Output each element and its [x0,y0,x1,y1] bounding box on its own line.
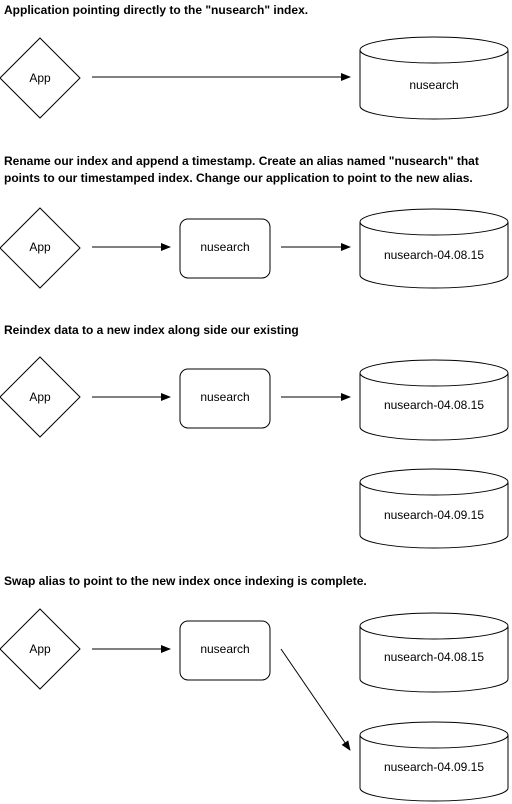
heading-step-1: Application pointing directly to the "nu… [4,3,309,17]
alias-label: nusearch [200,642,249,656]
app-label: App [29,390,51,404]
app-label: App [29,642,51,656]
index-label: nusearch-04.08.15 [384,650,484,664]
step-1-diagram: App nusearch [0,36,509,120]
app-node: App [0,207,81,289]
index-cylinder-04-08-15: nusearch-04.08.15 [359,359,509,441]
step-2-diagram: App nusearch nusearch-04.08.15 [0,207,509,289]
app-node: App [0,356,81,438]
app-node: App [0,37,81,119]
alias-node: nusearch [179,368,271,429]
index-label: nusearch-04.09.15 [384,508,484,522]
index-label: nusearch-04.08.15 [384,248,484,262]
app-label: App [29,240,51,254]
index-cylinder-nusearch: nusearch [359,36,509,120]
alias-node: nusearch [179,620,271,681]
alias-label: nusearch [200,240,249,254]
index-cylinder-04-08-15: nusearch-04.08.15 [359,208,509,289]
index-cylinder-04-08-15: nusearch-04.08.15 [359,612,509,693]
arrow-alias-to-new-index [280,648,351,751]
alias-node: nusearch [179,218,271,279]
step-4-diagram: App nusearch nusearch-04.08.15 nusearch-… [0,608,509,802]
heading-step-2: Rename our index and append a timestamp.… [4,154,479,185]
index-cylinder-04-09-15: nusearch-04.09.15 [359,468,509,549]
heading-step-4: Swap alias to point to the new index onc… [4,574,367,588]
app-node: App [0,608,81,690]
app-label: App [29,71,51,85]
index-cylinder-04-09-15: nusearch-04.09.15 [359,721,509,802]
heading-step-3: Reindex data to a new index along side o… [4,323,299,337]
index-label: nusearch [409,78,458,92]
alias-label: nusearch [200,390,249,404]
index-label: nusearch-04.08.15 [384,398,484,412]
step-3-diagram: App nusearch nusearch-04.08.15 nusearch-… [0,356,509,549]
index-label: nusearch-04.09.15 [384,760,484,774]
